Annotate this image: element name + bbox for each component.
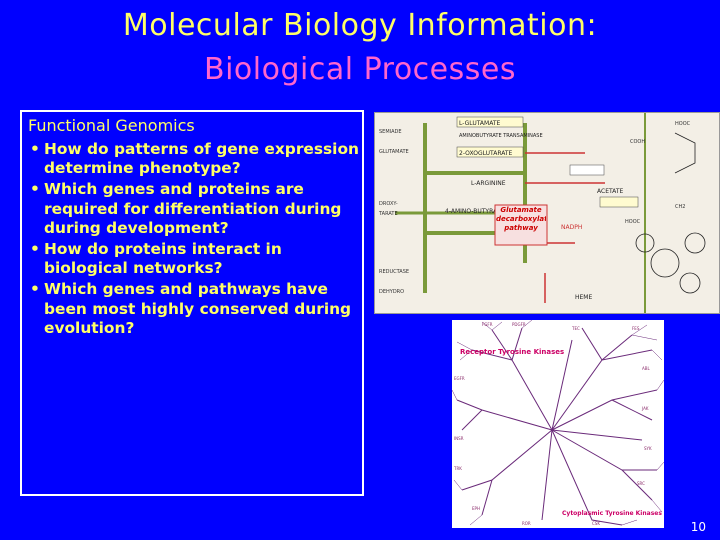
svg-text:CH2: CH2 xyxy=(675,204,685,210)
pathway-label: L-GLUTAMATE xyxy=(459,120,500,127)
svg-text:ROR: ROR xyxy=(522,521,531,526)
svg-text:GLUTAMATE: GLUTAMATE xyxy=(379,149,409,155)
bullet-text: Which genes and pathways have been most … xyxy=(44,280,352,337)
pathway-label: HEME xyxy=(575,294,592,301)
svg-text:EPH: EPH xyxy=(472,506,480,511)
pathway-label: AMINOBUTYRATE TRANSAMINASE xyxy=(459,133,543,139)
svg-text:FES: FES xyxy=(632,326,640,331)
pathway-label: 2-OXOGLUTARATE xyxy=(459,150,513,157)
slide-title-line1: Molecular Biology Information: xyxy=(122,8,598,43)
pathway-label: ACETATE xyxy=(597,188,623,195)
svg-text:PDGFR: PDGFR xyxy=(512,322,526,327)
svg-text:INSR: INSR xyxy=(454,436,464,441)
svg-text:HOOC: HOOC xyxy=(625,219,641,225)
tree-diagram: Receptor Tyrosine Kinases Cytoplasmic Ty… xyxy=(452,320,664,528)
bullet-item: •Which genes and pathways have been most… xyxy=(28,280,362,338)
bullet-text: How do proteins interact in biological n… xyxy=(44,240,282,278)
svg-text:TARATE: TARATE xyxy=(378,211,398,217)
receptor-kinases-label: Receptor Tyrosine Kinases xyxy=(460,348,564,356)
bullet-list: •How do patterns of gene expression dete… xyxy=(28,140,362,340)
bullet-item: •Which genes and proteins are required f… xyxy=(28,180,362,238)
bullet-item: •How do proteins interact in biological … xyxy=(28,240,362,278)
svg-text:SRC: SRC xyxy=(637,481,645,486)
svg-text:DEHYDRO: DEHYDRO xyxy=(379,289,404,295)
pathway-label: L-ARGININE xyxy=(471,180,506,187)
kinase-phylogenetic-tree-image: Receptor Tyrosine Kinases Cytoplasmic Ty… xyxy=(452,320,664,528)
slide-title-line2: Biological Processes xyxy=(204,52,516,87)
svg-text:JAK: JAK xyxy=(641,406,649,411)
cytoplasmic-kinases-label: Cytoplasmic Tyrosine Kinases xyxy=(562,510,662,517)
pathway-title-box: Glutamate decarboxylation pathway xyxy=(496,206,546,232)
svg-text:EGFR: EGFR xyxy=(454,376,465,381)
bullet-item: •How do patterns of gene expression dete… xyxy=(28,140,362,178)
svg-text:TEC: TEC xyxy=(571,326,580,331)
bullet-dot: • xyxy=(30,180,40,199)
svg-text:HOOC: HOOC xyxy=(675,121,691,127)
svg-text:COOH: COOH xyxy=(630,139,645,145)
svg-text:REDUCTASE: REDUCTASE xyxy=(379,269,409,275)
pathway-diagram: L-GLUTAMATE AMINOBUTYRATE TRANSAMINASE 2… xyxy=(375,113,719,313)
section-heading: Functional Genomics xyxy=(28,116,195,135)
bullet-dot: • xyxy=(30,280,40,299)
content-box: Functional Genomics •How do patterns of … xyxy=(20,110,364,496)
svg-text:SYK: SYK xyxy=(644,446,652,451)
metabolic-pathway-image: L-GLUTAMATE AMINOBUTYRATE TRANSAMINASE 2… xyxy=(374,112,720,314)
svg-text:TRK: TRK xyxy=(453,466,462,471)
svg-text:DROXY-: DROXY- xyxy=(379,201,398,207)
page-number: 10 xyxy=(690,520,706,534)
receptor-kinases-text: Receptor Tyrosine Kinases xyxy=(460,348,564,356)
svg-text:SEMIADE: SEMIADE xyxy=(379,129,402,135)
bullet-text: How do patterns of gene expression deter… xyxy=(44,140,359,178)
pathway-label: NADPH xyxy=(561,224,582,231)
svg-text:ABL: ABL xyxy=(642,366,650,371)
bullet-dot: • xyxy=(30,140,40,158)
svg-text:CSK: CSK xyxy=(592,521,600,526)
bullet-dot: • xyxy=(30,240,40,259)
bullet-text: Which genes and proteins are required fo… xyxy=(44,180,342,237)
svg-text:FGFR: FGFR xyxy=(482,322,493,327)
pathway-label: 4-AMINO-BUTYRATE xyxy=(445,208,504,215)
